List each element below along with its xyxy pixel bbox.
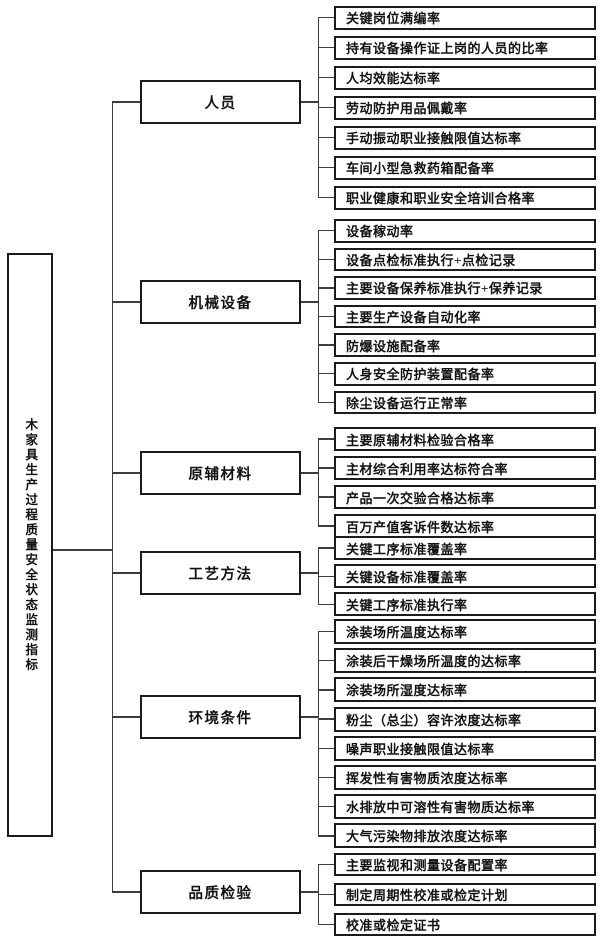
leaf-stub-line [318, 197, 334, 199]
leaf-stub-line [318, 47, 334, 49]
category-box: 人员 [140, 80, 301, 124]
leaf-box: 职业健康和职业安全培训合格率 [334, 186, 596, 210]
category-spine-line [301, 301, 320, 303]
leaf-stub-line [318, 373, 334, 375]
category-spine-line [301, 716, 320, 718]
leaf-box: 设备稼动率 [334, 219, 596, 243]
leaf-stub-line [318, 547, 334, 549]
leaf-box: 主要设备保养标准执行+保养记录 [334, 276, 596, 300]
leaf-stub-line [318, 230, 334, 232]
leaf-box: 校准或检定证书 [334, 913, 596, 936]
category-spine-line [301, 891, 320, 893]
leaf-box: 涂装场所湿度达标率 [334, 677, 596, 703]
group-spine-line [318, 630, 320, 837]
category-connector-line [112, 716, 140, 718]
category-connector-line [112, 891, 140, 893]
leaf-box: 制定周期性校准或检定计划 [334, 883, 596, 906]
leaf-box: 人身安全防护装置配备率 [334, 362, 596, 386]
leaf-stub-line [318, 315, 334, 318]
category-connector-line [112, 101, 140, 103]
root-node-label: 木家具生产过程质量安全状态监测指标 [23, 417, 38, 673]
trunk-line [112, 101, 114, 892]
leaf-stub-line [318, 718, 334, 720]
leaf-stub-line [318, 258, 334, 261]
category-connector-line [112, 472, 140, 474]
leaf-box: 涂装后干燥场所温度的达标率 [334, 648, 596, 674]
leaf-stub-line [318, 401, 334, 404]
leaf-stub-line [318, 287, 334, 289]
leaf-stub-line [318, 603, 334, 606]
leaf-stub-line [318, 107, 334, 109]
leaf-box: 百万产值客诉件数达标率 [334, 514, 596, 538]
leaf-stub-line [318, 496, 334, 498]
leaf-box: 持有设备操作证上岗的人员的比率 [334, 36, 596, 60]
leaf-stub-line [318, 776, 334, 779]
leaf-box: 关键工序标准覆盖率 [334, 536, 596, 560]
leaf-stub-line [318, 660, 334, 662]
leaf-box: 关键工序标准执行率 [334, 592, 596, 617]
leaf-stub-line [318, 806, 334, 808]
leaf-box: 涂装场所温度达标率 [334, 619, 596, 644]
leaf-stub-line [318, 893, 334, 895]
leaf-stub-line [318, 344, 334, 346]
leaf-box: 除尘设备运行正常率 [334, 390, 596, 415]
leaf-box: 防爆设施配备率 [334, 333, 596, 357]
leaf-stub-line [318, 137, 334, 139]
leaf-stub-line [318, 923, 334, 925]
category-spine-line [301, 572, 320, 574]
leaf-stub-line [318, 575, 334, 577]
leaf-box: 挥发性有害物质浓度达标率 [334, 765, 596, 790]
leaf-stub-line [318, 835, 334, 837]
leaf-box: 产品一次交验合格达标率 [334, 485, 596, 509]
leaf-box: 粉尘（总尘）容许浓度达标率 [334, 706, 596, 732]
leaf-box: 劳动防护用品佩戴率 [334, 96, 596, 120]
leaf-box: 主材综合利用率达标符合率 [334, 456, 596, 480]
leaf-stub-line [318, 17, 334, 19]
category-connector-line [112, 572, 140, 574]
category-spine-line [301, 472, 320, 474]
leaf-stub-line [318, 863, 334, 865]
leaf-stub-line [318, 689, 334, 691]
category-connector-line [112, 301, 140, 303]
leaf-stub-line [318, 77, 334, 79]
category-box: 工艺方法 [140, 551, 301, 595]
leaf-box: 人均效能达标率 [334, 66, 596, 90]
category-spine-line [301, 101, 320, 103]
leaf-stub-line [318, 747, 334, 749]
leaf-stub-line [318, 467, 334, 469]
leaf-box: 主要原辅材料检验合格率 [334, 427, 596, 451]
category-box: 品质检验 [140, 870, 301, 914]
group-spine-line [318, 438, 320, 527]
category-box: 机械设备 [140, 280, 301, 324]
category-box: 环境条件 [140, 695, 301, 739]
leaf-stub-line [318, 630, 334, 633]
category-box: 原辅材料 [140, 451, 301, 495]
leaf-box: 主要监视和测量设备配置率 [334, 853, 596, 876]
leaf-box: 噪声职业接触限值达标率 [334, 735, 596, 761]
leaf-stub-line [318, 525, 334, 527]
leaf-box: 设备点检标准执行+点检记录 [334, 247, 596, 272]
leaf-box: 车间小型急救药箱配备率 [334, 156, 596, 180]
leaf-stub-line [318, 438, 334, 440]
leaf-box: 水排放中可溶性有害物质达标率 [334, 794, 596, 820]
root-connector-line [53, 549, 112, 551]
leaf-box: 主要生产设备自动化率 [334, 304, 596, 329]
leaf-stub-line [318, 167, 334, 169]
leaf-box: 关键设备标准覆盖率 [334, 564, 596, 589]
leaf-box: 关键岗位满编率 [334, 6, 596, 30]
leaf-box: 大气污染物排放浓度达标率 [334, 823, 596, 849]
root-node-box: 木家具生产过程质量安全状态监测指标 [7, 253, 53, 837]
leaf-box: 手动振动职业接触限值达标率 [334, 126, 596, 150]
